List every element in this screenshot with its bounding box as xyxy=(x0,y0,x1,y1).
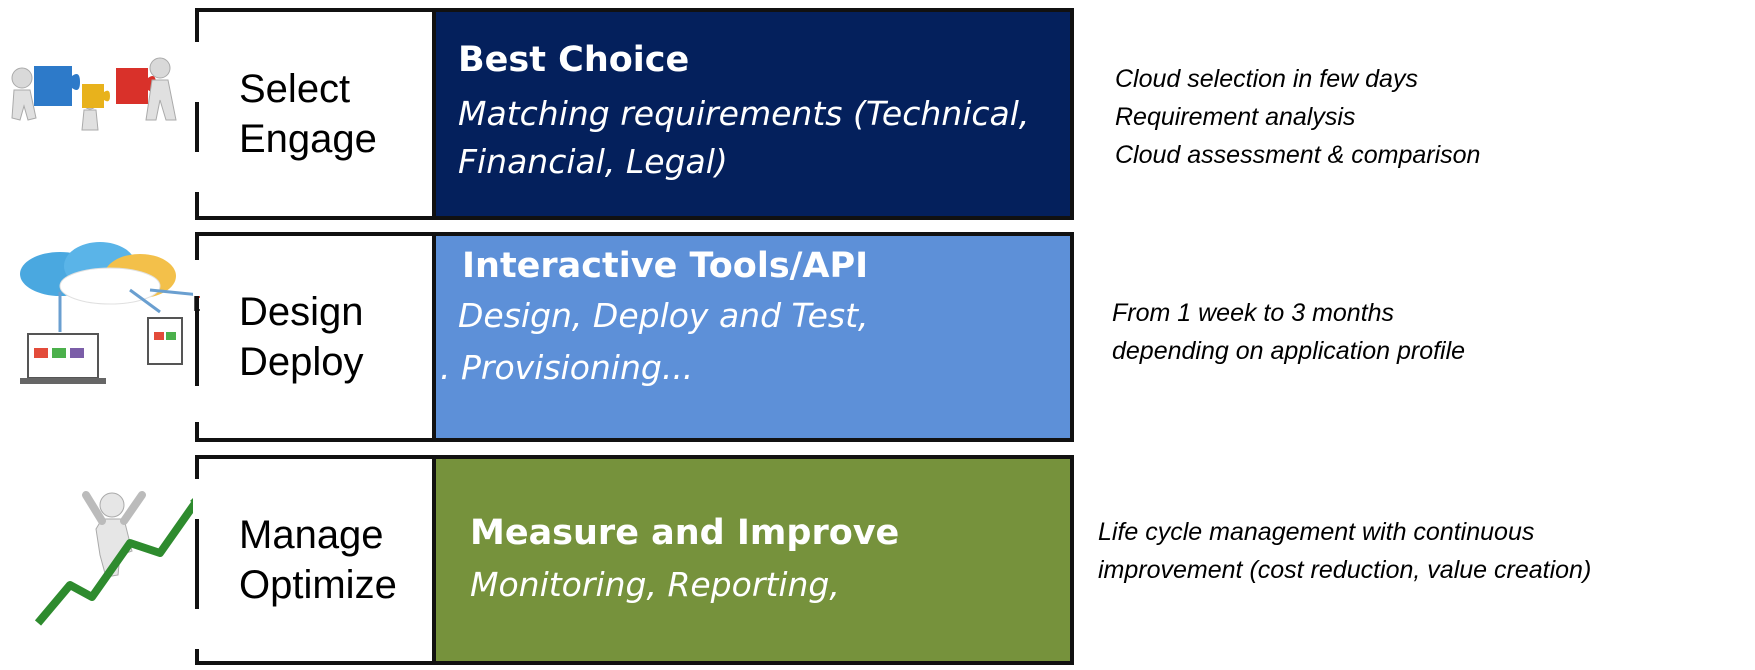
panel-sub-line-1: Monitoring, Reporting, xyxy=(470,565,840,604)
label-line-1: Select xyxy=(239,67,351,111)
label-line-2: Optimize xyxy=(239,563,397,607)
row-select-engage: Select Engage Best Choice Matching requi… xyxy=(0,8,1755,220)
description-select-engage: Cloud selection in few days Requirement … xyxy=(1115,60,1480,174)
panel-sub-line-2: . Provisioning... xyxy=(440,348,694,387)
label-box-manage-optimize: Manage Optimize xyxy=(193,455,435,665)
label-box-design-deploy: Design Deploy xyxy=(193,232,435,442)
description-design-deploy: From 1 week to 3 months depending on app… xyxy=(1112,294,1465,370)
label-box-select-engage: Select Engage xyxy=(193,8,435,220)
label-line-2: Engage xyxy=(239,117,377,161)
label-line-1: Manage xyxy=(239,513,384,557)
puzzle-people-icon xyxy=(0,8,200,220)
growth-arrow-person-icon xyxy=(0,455,206,665)
desc-line-2: improvement (cost reduction, value creat… xyxy=(1098,556,1592,584)
desc-line-1: Cloud selection in few days xyxy=(1115,65,1418,93)
panel-best-choice: Best Choice Matching requirements (Techn… xyxy=(432,8,1074,220)
row-design-deploy: Design Deploy Interactive Tools/API Desi… xyxy=(0,232,1755,442)
desc-line-2: depending on application profile xyxy=(1112,337,1466,365)
cloud-devices-icon xyxy=(0,232,211,442)
panel-title: Measure and Improve xyxy=(470,513,900,553)
row-manage-optimize: Manage Optimize Measure and Improve Moni… xyxy=(0,455,1755,665)
desc-line-2: Requirement analysis xyxy=(1115,103,1356,131)
panel-title: Interactive Tools/API xyxy=(462,246,869,286)
label-line-2: Deploy xyxy=(239,340,364,384)
panel-interactive-tools: Interactive Tools/API Design, Deploy and… xyxy=(432,232,1074,442)
panel-sub-line-1: Matching requirements (Technical, xyxy=(458,94,1030,133)
description-manage-optimize: Life cycle management with continuous im… xyxy=(1098,513,1591,589)
desc-line-3: Cloud assessment & comparison xyxy=(1115,141,1481,169)
desc-line-1: Life cycle management with continuous xyxy=(1098,518,1535,546)
desc-line-1: From 1 week to 3 months xyxy=(1112,299,1395,327)
panel-title: Best Choice xyxy=(458,40,690,80)
panel-measure-improve: Measure and Improve Monitoring, Reportin… xyxy=(432,455,1074,665)
panel-sub-line-2: Financial, Legal) xyxy=(458,142,728,181)
panel-sub-line-1: Design, Deploy and Test, xyxy=(458,296,869,335)
label-line-1: Design xyxy=(239,290,364,334)
